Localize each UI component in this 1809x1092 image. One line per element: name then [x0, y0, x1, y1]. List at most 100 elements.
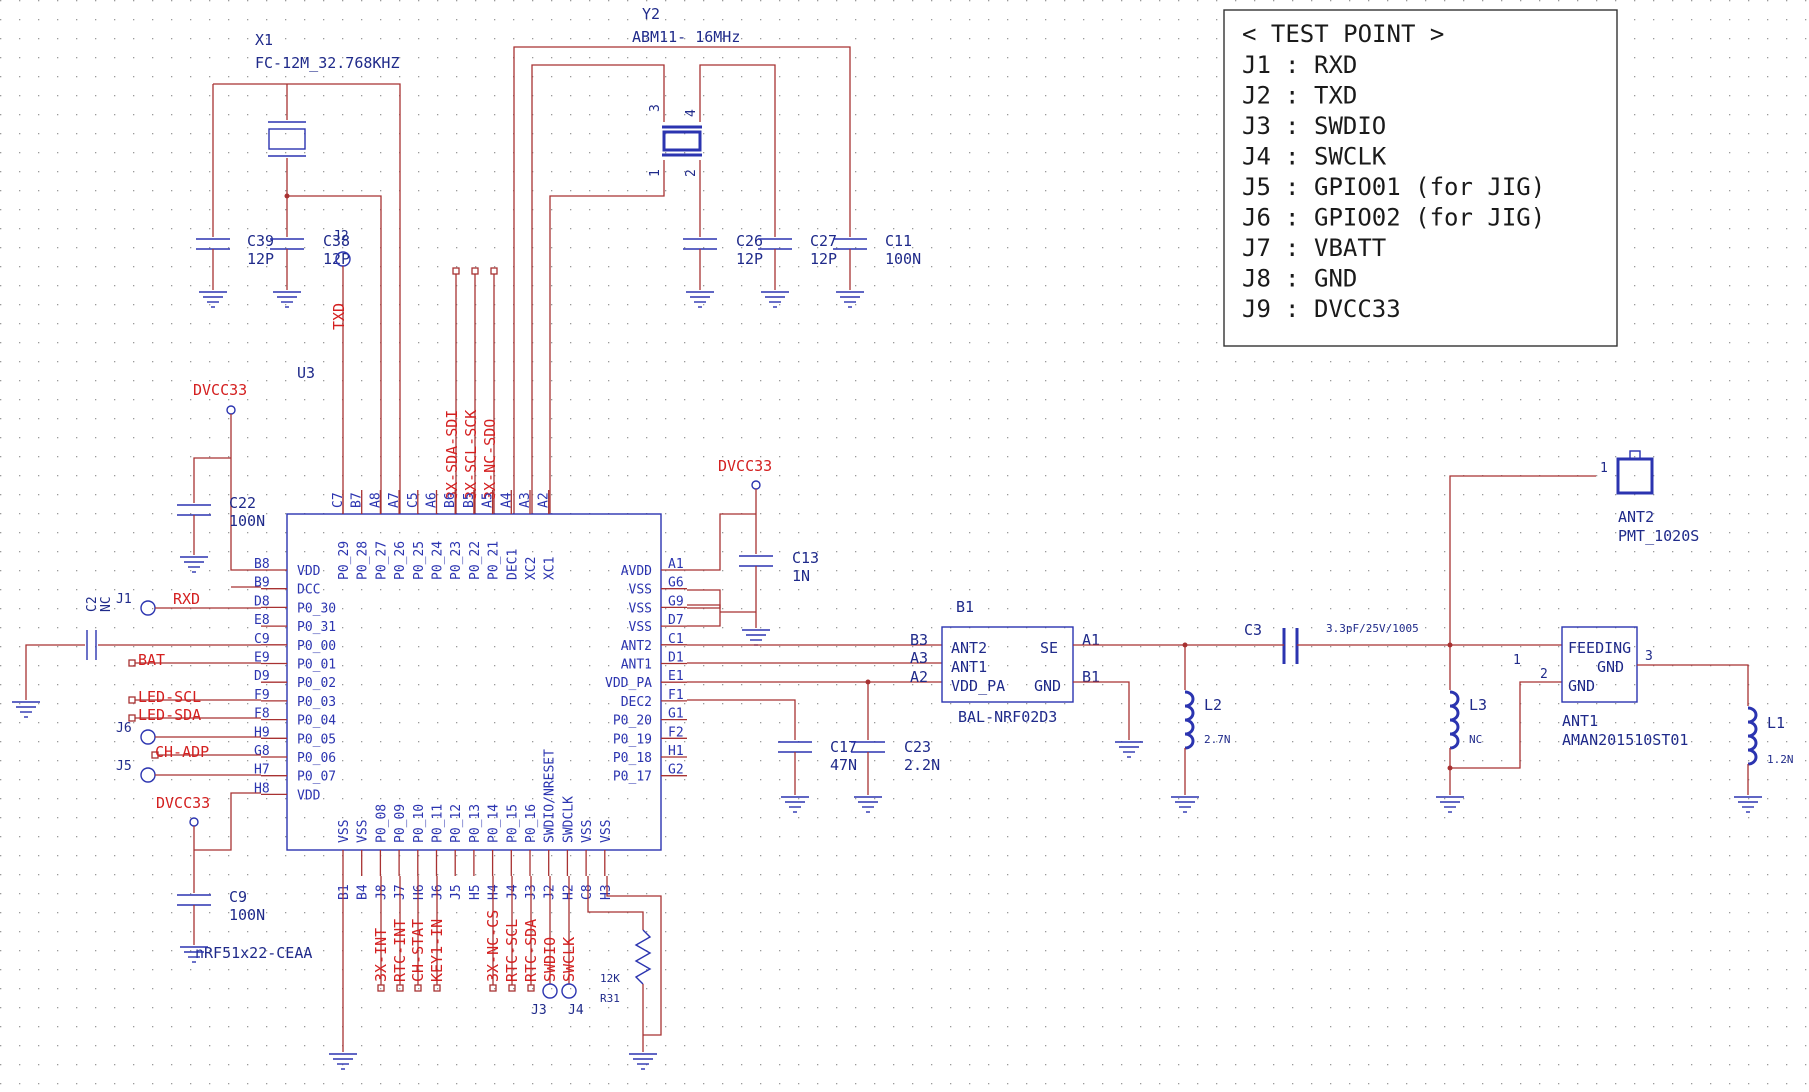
- u3-ball: J5: [449, 884, 464, 900]
- test-point-id: J1: [1242, 51, 1271, 79]
- test-point-sep: :: [1285, 265, 1299, 293]
- svg-text:1: 1: [648, 169, 663, 177]
- u3-pin-name: P0_15: [505, 804, 520, 843]
- svg-text:GND: GND: [1034, 677, 1061, 695]
- u3-pin-name: ANT2: [621, 639, 652, 654]
- u3-ball: A2: [537, 492, 552, 508]
- c39-capacitor: C39 12P: [196, 232, 274, 308]
- u3-ball: H6: [412, 884, 427, 900]
- test-point-signal: TXD: [1314, 82, 1357, 110]
- u3-ball: A1: [668, 557, 684, 572]
- test-point-signal: DVCC33: [1314, 295, 1401, 323]
- svg-text:12P: 12P: [736, 250, 763, 268]
- dvcc33-vdd-top: DVCC33 C22 100N: [177, 381, 265, 588]
- svg-text:RXD: RXD: [173, 590, 200, 608]
- u3-ball: E1: [668, 669, 684, 684]
- ant1-antenna: FEEDING GND GND 1 2 3 ANT1 AMAN201510ST0…: [1513, 626, 1749, 749]
- u3-pin-name: P0_11: [431, 804, 446, 843]
- u3-pin-name: DEC1: [505, 549, 520, 580]
- svg-text:ANT1: ANT1: [951, 658, 987, 676]
- u3-pin-name: VSS: [580, 820, 595, 843]
- bottom-net-label: RTC-SDA: [522, 919, 540, 982]
- left-nets: BAT LED-SCL LED-SDA J6 CH-ADP J5: [116, 651, 261, 783]
- svg-text:J2: J2: [333, 229, 349, 244]
- test-point-sep: :: [1285, 51, 1299, 79]
- svg-text:A2: A2: [910, 668, 928, 686]
- svg-text:100N: 100N: [229, 906, 265, 924]
- u3-ball: A5: [481, 492, 496, 508]
- u3-ball: D9: [254, 669, 270, 684]
- svg-text:NC: NC: [1469, 733, 1482, 746]
- svg-text:1: 1: [1600, 461, 1608, 476]
- svg-text:LED-SCL: LED-SCL: [138, 688, 201, 706]
- svg-text:3.3pF/25V/1005: 3.3pF/25V/1005: [1326, 622, 1419, 635]
- u3-ball: A6: [425, 492, 440, 508]
- bottom-net-label: 3X-INT: [372, 928, 390, 982]
- svg-text:DVCC33: DVCC33: [718, 457, 772, 475]
- bottom-net-label: RTC-SCL: [503, 919, 521, 982]
- u3-ball: C9: [254, 632, 270, 647]
- u3-ball: F1: [668, 688, 684, 703]
- u3-pin-name: SWDCLK: [561, 796, 576, 843]
- u3-pin-name: VDD_PA: [605, 676, 652, 691]
- u3-ball: H7: [254, 763, 270, 778]
- u3-pin-name: P0_25: [412, 541, 427, 580]
- svg-text:2: 2: [684, 169, 699, 177]
- u3-ball: E9: [254, 651, 270, 666]
- u3-ball: A3: [518, 492, 533, 508]
- test-point-sep: :: [1285, 173, 1299, 201]
- test-point-sep: :: [1285, 204, 1299, 232]
- c26-capacitor: C26 12P: [683, 232, 763, 308]
- svg-text:100N: 100N: [885, 250, 921, 268]
- l2-inductor: L2 2.7N: [1170, 642, 1231, 813]
- svg-text:C3: C3: [1244, 621, 1262, 639]
- svg-text:R31: R31: [600, 992, 620, 1005]
- svg-text:B1: B1: [956, 598, 974, 616]
- test-point-id: J8: [1242, 265, 1271, 293]
- c38-capacitor: C38 12P: [270, 232, 350, 308]
- u3-pin-name: VSS: [629, 583, 652, 598]
- svg-text:J4: J4: [568, 1003, 584, 1018]
- svg-text:100N: 100N: [229, 512, 265, 530]
- svg-text:ABM11- 16MHz: ABM11- 16MHz: [632, 28, 740, 46]
- u3-pin-name: P0_14: [487, 804, 502, 843]
- c2-capacitor: [11, 630, 261, 718]
- u3-pin-name: AVDD: [621, 564, 652, 579]
- u3-pin-name: SWDIO/NRESET: [543, 749, 558, 843]
- bottom-net-label: CH-STAT: [409, 919, 427, 982]
- u3-pin-name: P0_06: [297, 751, 336, 766]
- u3-ball: B6: [443, 492, 458, 508]
- u3-ball: H1: [668, 744, 684, 759]
- u3-ball: A8: [368, 492, 383, 508]
- u3-ball: H8: [254, 781, 270, 796]
- u3-ball: A4: [499, 492, 514, 508]
- svg-text:C27: C27: [810, 232, 837, 250]
- u3-ball: B8: [254, 557, 270, 572]
- u3-ball: G8: [254, 744, 270, 759]
- svg-text:3X-SDA-SDI: 3X-SDA-SDI: [443, 410, 461, 500]
- u3-ball: D7: [668, 613, 684, 628]
- u3-ball: C1: [668, 632, 684, 647]
- svg-text:FEEDING: FEEDING: [1568, 639, 1631, 657]
- u3-ball: A7: [387, 492, 402, 508]
- svg-text:2: 2: [1540, 667, 1548, 682]
- svg-text:U3: U3: [297, 364, 315, 382]
- svg-text:TXD: TXD: [330, 303, 348, 330]
- svg-text:L2: L2: [1204, 696, 1222, 714]
- u3-pin-name: P0_08: [374, 804, 389, 843]
- test-point-sep: :: [1285, 112, 1299, 140]
- rf-nets: [687, 644, 942, 740]
- y2-crystal: Y2 ABM11- 16MHz 3 4 1 2: [513, 5, 851, 514]
- u3-ball: C5: [406, 492, 421, 508]
- svg-text:C2: C2: [85, 596, 100, 612]
- u3-pin-name: P0_13: [468, 804, 483, 843]
- svg-text:12P: 12P: [247, 250, 274, 268]
- u3-pin-name: P0_09: [393, 804, 408, 843]
- c17-capacitor: C17 47N: [778, 738, 857, 813]
- svg-text:12K: 12K: [600, 972, 620, 985]
- svg-text:12P: 12P: [810, 250, 837, 268]
- r31-resistor: 12K R31: [587, 876, 662, 1070]
- u3-pin-name: P0_20: [613, 714, 652, 729]
- test-point-sep: :: [1285, 143, 1299, 171]
